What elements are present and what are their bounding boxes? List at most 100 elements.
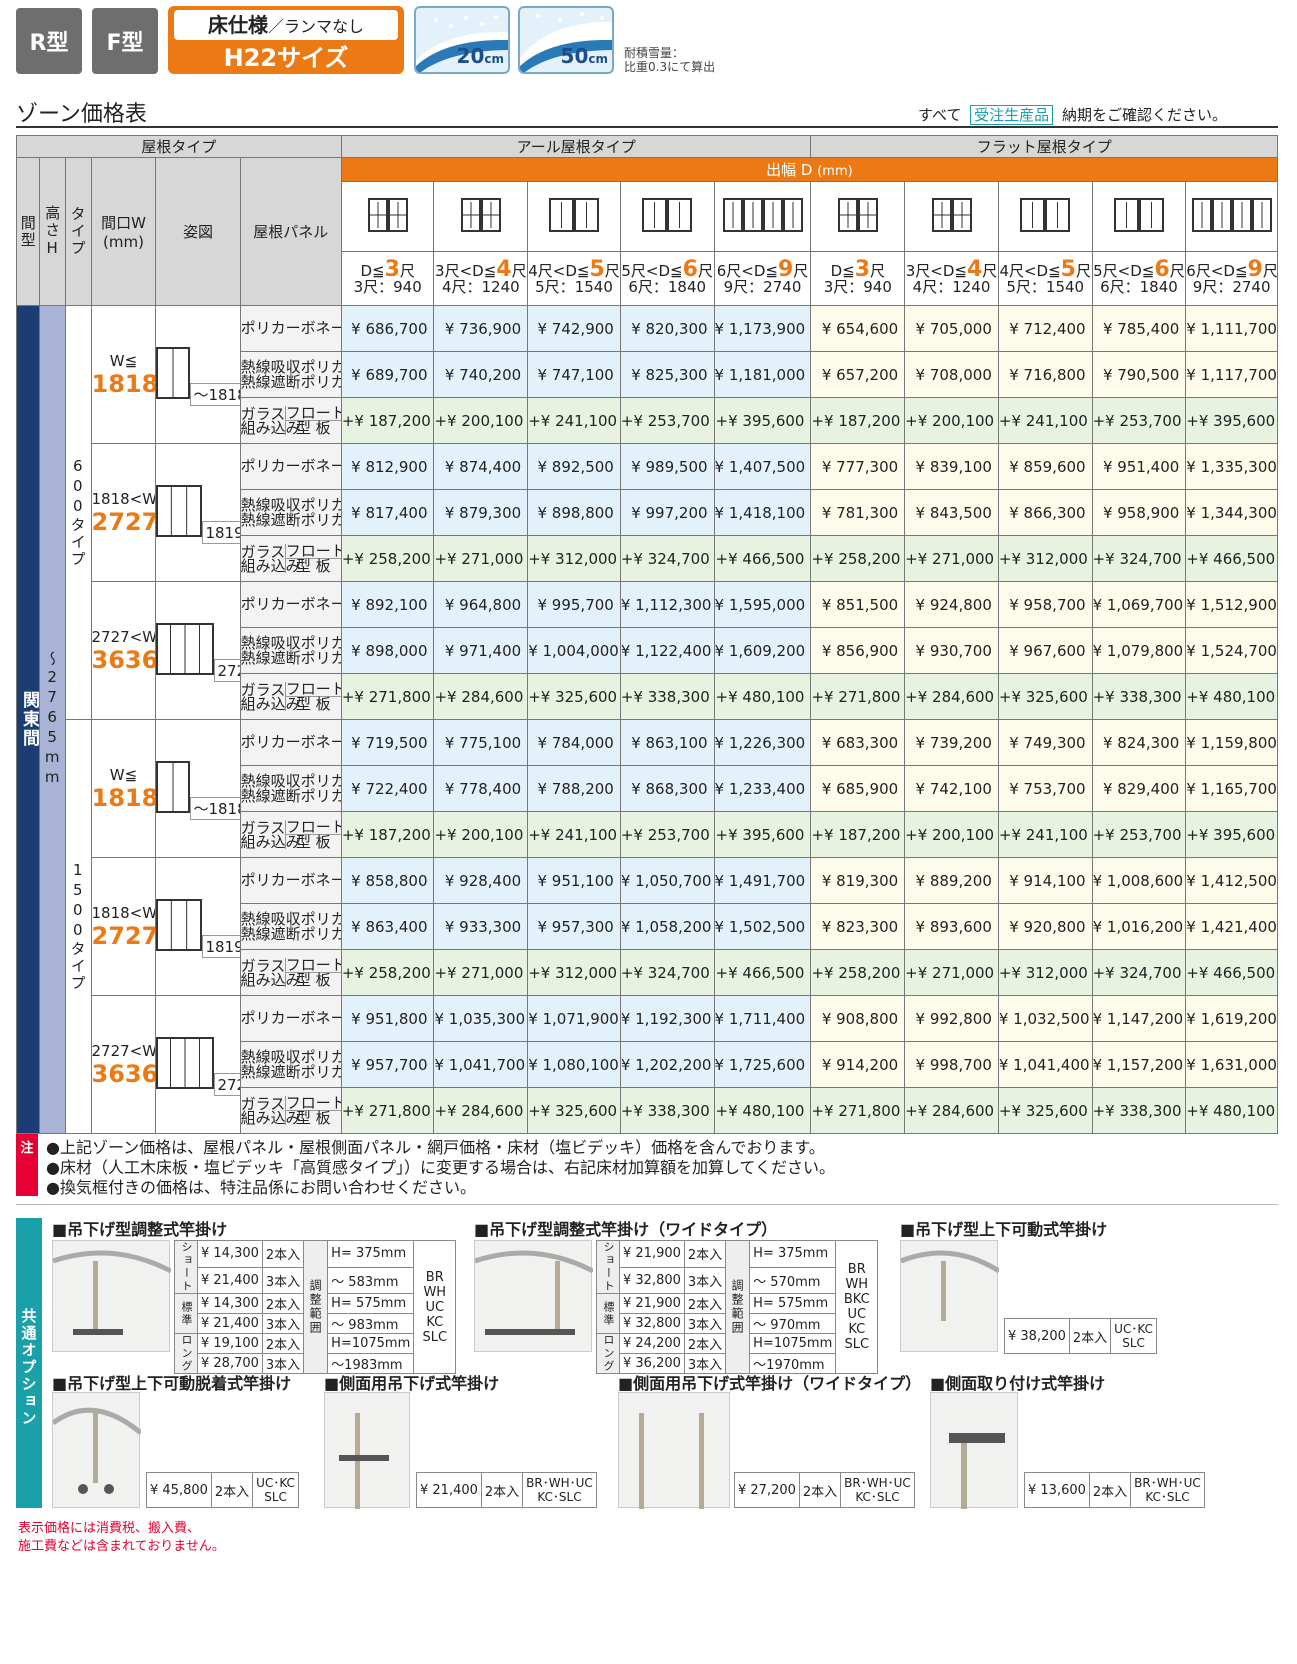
panel-name: 熱線吸収ポリカ熱線遮断ポリカ (239, 627, 342, 674)
snow-roof-icon (416, 15, 508, 72)
range-number: 6 (1154, 257, 1170, 282)
panel-name: 熱線吸収ポリカ熱線遮断ポリカ (239, 489, 342, 536)
price-cell: ¥ 874,400 (433, 443, 529, 490)
built-in-label: 組み込み (240, 418, 301, 437)
snow-note: 耐積雪量：比重0.3にて算出 (624, 46, 715, 74)
width-range-label: 1819〜2727 (202, 934, 240, 958)
panel-heat-block: 熱線遮断ポリカ (240, 924, 342, 943)
price-cell: +¥ 312,000 (997, 949, 1093, 996)
adjust-range-value: H=1075mm (749, 1333, 837, 1354)
range-prefix: 5尺<D≦ (621, 262, 683, 280)
panel-name: ポリカーボネート (239, 443, 342, 490)
r-roof-header: アール屋根タイプ (340, 135, 812, 158)
width-value: 2727 (91, 921, 156, 950)
panel-name: ポリカーボネート (239, 305, 342, 352)
price-cell: ¥ 1,421,400 (1185, 903, 1278, 950)
price-cell: ¥ 951,400 (1091, 443, 1187, 490)
price-cell: ¥ 957,700 (340, 1041, 435, 1088)
width-value: 1818 (91, 783, 156, 812)
height-label: 〜2765mm (43, 651, 62, 788)
price-cell: ¥ 1,181,000 (713, 351, 812, 398)
price-cell: ¥ 843,500 (904, 489, 999, 536)
option-price: ¥ 36,200 (619, 1353, 685, 1374)
range-number: 5 (589, 257, 605, 282)
width-value: 3636 (91, 645, 156, 674)
price-cell: +¥ 253,700 (619, 811, 715, 858)
snow-note-2: 比重0.3にて算出 (624, 60, 716, 74)
panel-name: ポリカーボネート (239, 857, 342, 904)
snow-load-20-value: 20cm (457, 44, 504, 68)
range-number: 6 (682, 257, 698, 282)
opt2-title: ■吊下げ型調整式竿掛け（ワイドタイプ） (474, 1220, 778, 1239)
price-cell: +¥ 200,100 (904, 397, 999, 444)
window-layout-icon (1020, 197, 1071, 232)
price-cell: ¥ 1,335,300 (1185, 443, 1278, 490)
price-cell: ¥ 914,100 (997, 857, 1093, 904)
window-layout-icon (642, 197, 693, 232)
price-cell: +¥ 200,100 (433, 811, 529, 858)
price-cell: +¥ 200,100 (433, 397, 529, 444)
price-cell: ¥ 739,200 (904, 719, 999, 766)
length-group-label: ショート (602, 1241, 615, 1293)
price-cell: ¥ 790,500 (1091, 351, 1187, 398)
price-cell: ¥ 957,300 (527, 903, 621, 950)
wide-pole-hanger-icon (474, 1250, 595, 1335)
built-in-label: 組み込み (240, 556, 301, 575)
col-kanagata: 間型 (15, 157, 41, 306)
pattern-glass-label: 型 板 (295, 695, 331, 713)
option-price: ¥ 21,400 (416, 1472, 482, 1508)
panel-heat-absorb: 熱線吸収ポリカ (240, 771, 342, 790)
note-line-1: ●上記ゾーン価格は、屋根パネル・屋根側面パネル・網戸価格・床材（塩ビデッキ）価格… (46, 1138, 825, 1157)
title-rule (16, 126, 1278, 128)
price-cell: +¥ 480,100 (713, 1087, 812, 1134)
price-cell: ¥ 1,157,200 (1091, 1041, 1187, 1088)
price-cell: ¥ 742,100 (904, 765, 999, 812)
price-cell: +¥ 325,600 (997, 1087, 1093, 1134)
price-cell: ¥ 824,300 (1091, 719, 1187, 766)
price-cell: ¥ 1,159,800 (1185, 719, 1278, 766)
range-mm: 5尺：1540 (1006, 278, 1085, 296)
range-mm: 4尺：1240 (441, 278, 520, 296)
panel-polycarbonate: ポリカーボネート (240, 733, 340, 751)
window-layout-icon (837, 197, 878, 232)
snow-note-1: 耐積雪量： (624, 46, 685, 60)
snow-load-50: 50cm (518, 6, 614, 74)
option-qty: 2本入 (261, 1333, 305, 1354)
range-mm: 6尺：1840 (628, 278, 707, 296)
option-price: ¥ 24,200 (619, 1333, 685, 1354)
size-label: H22サイズ (223, 44, 349, 72)
price-cell: ¥ 812,900 (340, 443, 435, 490)
price-cell: +¥ 325,600 (997, 673, 1093, 720)
elevation-figure: 2728〜3636 (155, 581, 241, 720)
price-cell: +¥ 395,600 (1185, 811, 1278, 858)
panel-name: 熱線吸収ポリカ熱線遮断ポリカ (239, 351, 342, 398)
width-value: 2727 (91, 507, 156, 536)
price-cell: ¥ 742,900 (527, 305, 621, 352)
option-qty: 2本入 (798, 1472, 842, 1508)
price-cell: ¥ 1,071,900 (527, 995, 621, 1042)
price-cell: ¥ 924,800 (904, 581, 999, 628)
r-type-tag: R型 (16, 8, 82, 74)
price-cell: +¥ 466,500 (1185, 535, 1278, 582)
option-price: ¥ 32,800 (619, 1266, 685, 1294)
option-price: ¥ 32,800 (619, 1313, 685, 1334)
range-prefix: D≦ (830, 262, 855, 280)
price-cell: ¥ 747,100 (527, 351, 621, 398)
panel-polycarbonate: ポリカーボネート (240, 1009, 340, 1027)
range-number: 3 (854, 257, 871, 282)
length-group: 標準 (174, 1293, 198, 1334)
price-cell: +¥ 338,300 (619, 673, 715, 720)
panel-polycarbonate: ポリカーボネート (240, 319, 340, 337)
option-qty: 3本入 (683, 1313, 727, 1334)
option-qty: 3本入 (683, 1266, 727, 1294)
price-cell: ¥ 654,600 (810, 305, 906, 352)
opt3-image (900, 1240, 1001, 1352)
price-cell: ¥ 964,800 (433, 581, 529, 628)
glass-label: ガラス (240, 404, 286, 423)
price-cell: ¥ 1,192,300 (619, 995, 715, 1042)
